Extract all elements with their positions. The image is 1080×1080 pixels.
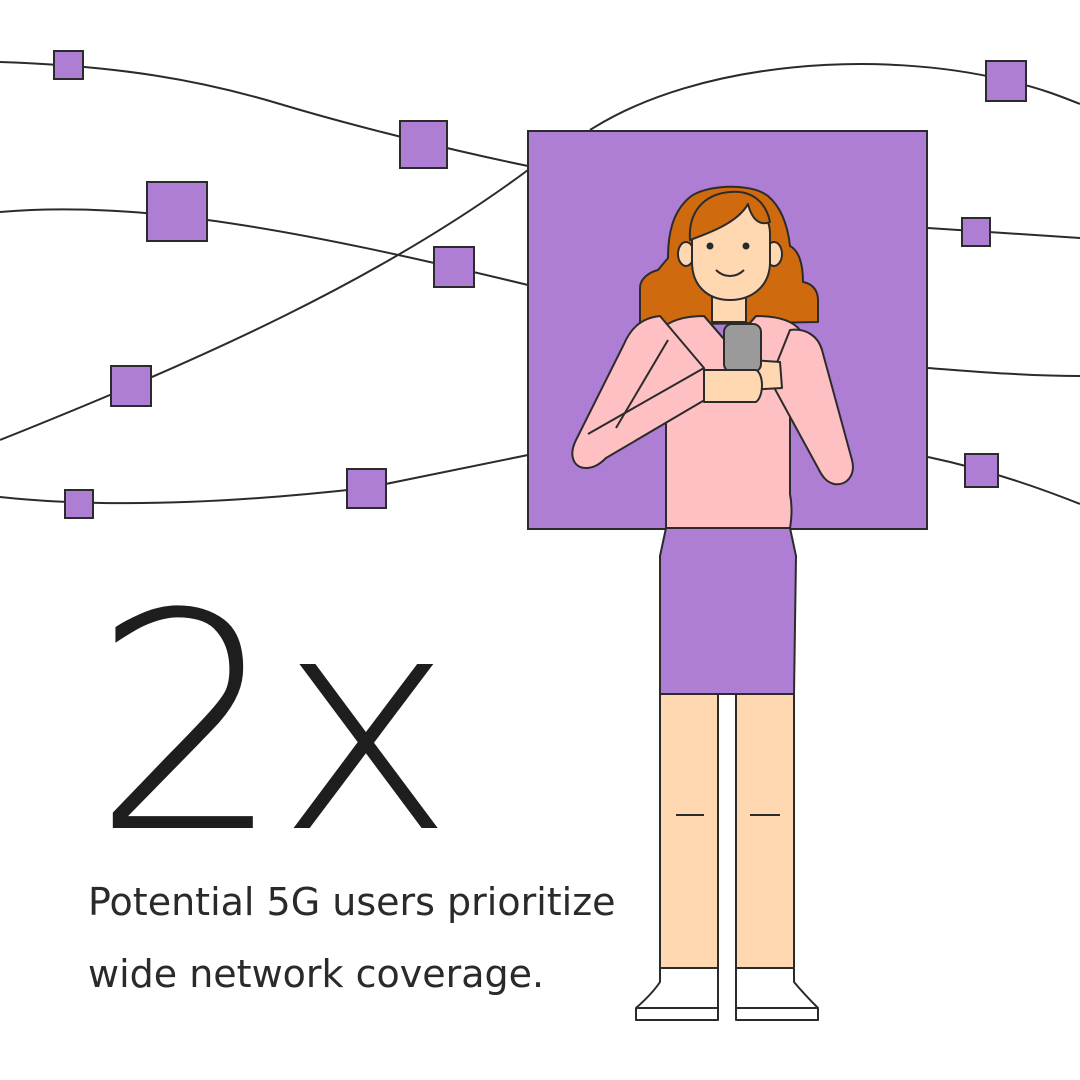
left-leg	[659, 693, 719, 969]
network-node	[399, 120, 448, 169]
right-leg	[735, 693, 795, 969]
network-node	[985, 60, 1027, 102]
network-nodes	[53, 50, 1027, 519]
network-node	[433, 246, 475, 288]
network-line	[0, 61, 529, 167]
network-line	[0, 169, 529, 441]
network-line	[927, 456, 1080, 505]
caption-line-2: wide network coverage.	[88, 952, 545, 996]
network-node	[964, 453, 999, 488]
skirt	[659, 527, 797, 695]
network-node	[961, 217, 991, 247]
caption-line-1: Potential 5G users prioritize	[88, 880, 616, 924]
network-line	[927, 227, 1080, 239]
hair-bangs	[688, 190, 771, 241]
network-node	[146, 181, 208, 242]
arm-inner-line	[587, 367, 705, 435]
network-lines	[0, 61, 1080, 505]
left-eye	[706, 242, 714, 250]
right-shoe	[735, 967, 819, 1021]
network-line	[589, 63, 1080, 131]
left-shoe	[635, 967, 719, 1021]
network-node	[64, 489, 94, 519]
smile	[715, 269, 745, 277]
network-node	[346, 468, 387, 509]
stat-caption: Potential 5G users prioritize wide netwo…	[88, 866, 648, 1010]
network-node	[110, 365, 152, 407]
stat-value: 2x	[92, 550, 454, 899]
network-node	[53, 50, 84, 80]
right-arm	[769, 328, 854, 486]
smartphone-icon	[723, 323, 762, 373]
right-eye	[742, 242, 750, 250]
network-line	[0, 454, 529, 505]
woman-figure	[571, 185, 854, 1021]
left-hand	[703, 369, 763, 403]
left-arm	[571, 315, 709, 469]
network-line	[927, 367, 1080, 377]
